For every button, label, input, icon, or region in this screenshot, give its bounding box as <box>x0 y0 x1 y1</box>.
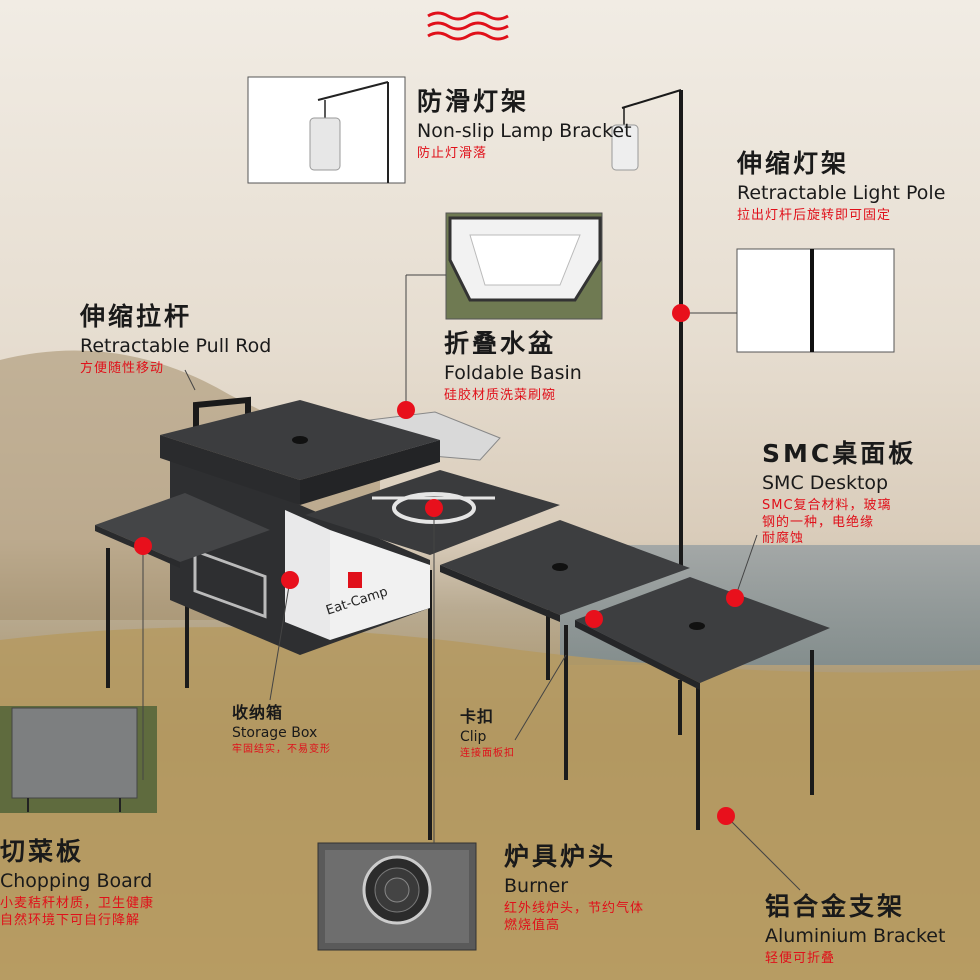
label-burner-note-1: 红外线炉头，节约气体 <box>504 900 645 916</box>
label-clip-note: 连接面板扣 <box>460 748 515 760</box>
label-pull-rod: 伸缩拉杆 Retractable Pull Rod 方便随性移动 <box>80 302 272 377</box>
lamp-bracket-inset <box>247 76 406 184</box>
label-lamp-bracket: 防滑灯架 Non-slip Lamp Bracket 防止灯滑落 <box>417 87 632 162</box>
label-chopping-note-1: 小麦秸秆材质，卫生健康 <box>0 895 155 911</box>
label-desktop-note-1: SMC复合材料，玻璃 <box>762 497 892 513</box>
label-clip: 卡扣 Clip 连接面板扣 <box>460 707 515 760</box>
label-clip-en: Clip <box>460 729 487 746</box>
label-bracket-note: 轻便可折叠 <box>765 950 836 966</box>
storage-box <box>170 396 430 655</box>
label-chopping-en: Chopping Board <box>0 869 153 892</box>
label-storage-en: Storage Box <box>232 725 318 742</box>
label-chopping-note-2: 自然环境下可自行降解 <box>0 912 141 928</box>
label-burner-note-2: 燃烧值高 <box>504 917 561 933</box>
chopping-board-inset <box>0 706 157 813</box>
label-desktop: SMC桌面板 SMC Desktop SMC复合材料，玻璃 钢的一种，电绝缘 耐… <box>762 439 917 547</box>
label-desktop-en: SMC Desktop <box>762 471 889 494</box>
label-pull-rod-zh: 伸缩拉杆 <box>80 302 193 331</box>
label-bracket-en: Aluminium Bracket <box>765 924 946 947</box>
label-pull-rod-en: Retractable Pull Rod <box>80 334 272 357</box>
label-clip-zh: 卡扣 <box>460 707 495 726</box>
marker-dots <box>134 304 744 825</box>
label-chopping-zh: 切菜板 <box>0 837 85 866</box>
label-desktop-note-3: 耐腐蚀 <box>762 531 805 547</box>
label-storage-zh: 收纳箱 <box>232 703 284 722</box>
label-storage-note: 牢固结实，不易变形 <box>232 744 331 756</box>
label-light-pole: 伸缩灯架 Retractable Light Pole 拉出灯杆后旋转即可固定 <box>737 149 946 224</box>
label-basin: 折叠水盆 Foldable Basin 硅胶材质洗菜刷碗 <box>444 329 582 404</box>
label-lamp-bracket-zh: 防滑灯架 <box>417 87 530 116</box>
label-pull-rod-note: 方便随性移动 <box>80 360 165 376</box>
basin-inset <box>445 212 603 320</box>
label-light-pole-en: Retractable Light Pole <box>737 181 946 204</box>
wave-icon <box>427 11 509 41</box>
light-pole-inset <box>736 248 895 353</box>
label-basin-en: Foldable Basin <box>444 361 582 384</box>
label-lamp-bracket-note: 防止灯滑落 <box>417 145 488 161</box>
label-burner-zh: 炉具炉头 <box>504 842 617 871</box>
label-storage: 收纳箱 Storage Box 牢固结实，不易变形 <box>232 703 331 756</box>
light-pole <box>611 89 683 570</box>
label-basin-zh: 折叠水盆 <box>444 329 557 358</box>
label-burner-en: Burner <box>504 874 569 897</box>
callout-lines <box>142 274 801 891</box>
label-light-pole-note: 拉出灯杆后旋转即可固定 <box>737 207 892 223</box>
label-burner: 炉具炉头 Burner 红外线炉头，节约气体 燃烧值高 <box>504 842 645 933</box>
label-chopping: 切菜板 Chopping Board 小麦秸秆材质，卫生健康 自然环境下可自行降… <box>0 837 155 928</box>
label-desktop-zh: SMC桌面板 <box>762 439 917 468</box>
label-light-pole-zh: 伸缩灯架 <box>737 149 850 178</box>
burner-inset <box>317 842 477 951</box>
grassland <box>0 627 980 980</box>
label-desktop-note-2: 钢的一种，电绝缘 <box>762 514 875 530</box>
label-bracket-zh: 铝合金支架 <box>765 892 906 921</box>
label-bracket: 铝合金支架 Aluminium Bracket 轻便可折叠 <box>765 892 946 967</box>
label-lamp-bracket-en: Non-slip Lamp Bracket <box>417 119 632 142</box>
label-basin-note: 硅胶材质洗菜刷碗 <box>444 387 557 403</box>
